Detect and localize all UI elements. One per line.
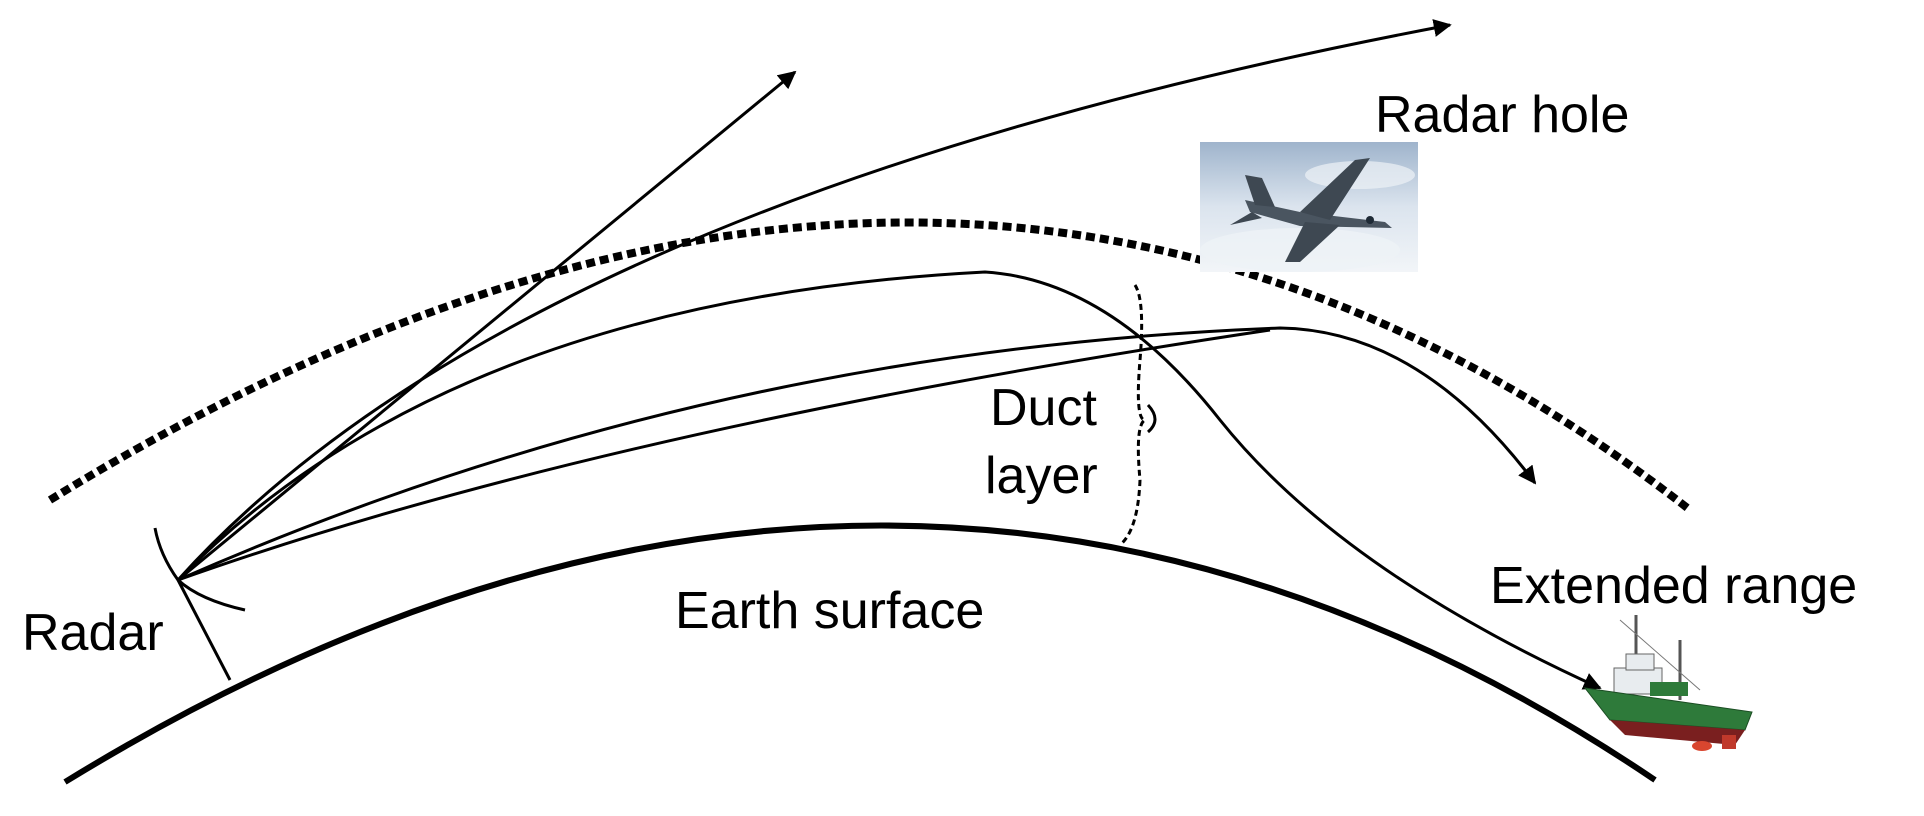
duct-layer-label-line1: Duct <box>990 379 1097 437</box>
ray-steep <box>177 70 797 582</box>
radar-hole-label: Radar hole <box>1375 86 1629 144</box>
radar-label: Radar <box>22 604 164 662</box>
ray-ducted <box>177 326 1537 582</box>
duct-layer-label-line2: layer <box>985 447 1098 505</box>
ray-escaping <box>176 19 1452 582</box>
earth-surface-curve <box>63 522 1657 785</box>
radar-rays <box>176 19 1602 690</box>
ship-picture <box>1583 615 1753 751</box>
duct-layer-boundary <box>47 218 1693 514</box>
extended-range-label: Extended range <box>1490 557 1857 615</box>
radar-antenna-icon <box>153 527 246 681</box>
earth-surface-label: Earth surface <box>675 582 984 640</box>
ray-trapped <box>176 270 1602 690</box>
ray-low <box>177 328 1271 582</box>
duct-brace <box>1146 403 1157 434</box>
aircraft-picture <box>1200 142 1418 272</box>
duct-thickness-marker <box>1118 284 1146 547</box>
